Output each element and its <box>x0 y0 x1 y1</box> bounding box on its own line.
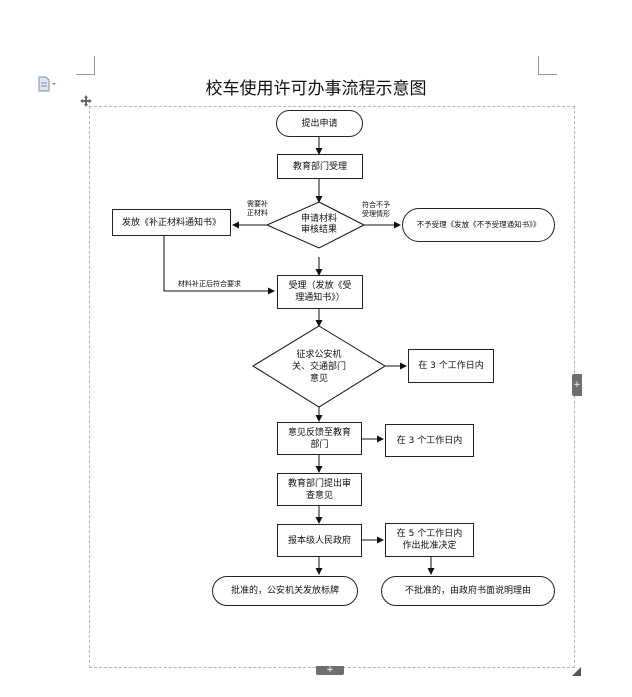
decision-time-box[interactable]: 在 5 个工作日内 作出批准决定 <box>385 523 474 557</box>
page-title: 校车使用许可办事流程示意图 <box>205 79 427 99</box>
edge-label-supplement-ok: 材料补正后符合要求 <box>178 280 241 288</box>
move-handle-icon[interactable] <box>80 95 92 107</box>
feedback-box[interactable]: 意见反馈至教育 部门 <box>277 422 362 455</box>
feedback-time-box[interactable]: 在 3 个工作日内 <box>385 424 474 457</box>
supplement-notice-box[interactable]: 发放《补正材料通知书》 <box>112 209 231 236</box>
rejected-node[interactable]: 不批准的，由政府书面说明理由 <box>381 576 555 606</box>
report-box[interactable]: 报本级人民政府 <box>277 524 362 557</box>
page-corner-top-right <box>538 56 557 75</box>
not-accept-node[interactable]: 不予受理《发放《不予受理通知书》》 <box>402 208 555 242</box>
opinion-box[interactable]: 教育部门提出审 查意见 <box>277 473 362 506</box>
add-right-label: + <box>573 380 581 390</box>
review-diamond <box>265 201 366 249</box>
add-bottom-button[interactable]: + <box>316 666 344 675</box>
edge-label-need-supplement: 需要补 正材料 <box>247 200 268 217</box>
review-diamond-label: 申请材料 审核结果 <box>300 214 337 235</box>
consult-time-box[interactable]: 在 3 个工作日内 <box>408 349 494 383</box>
document-icon[interactable] <box>38 76 56 92</box>
page-corner-top-left <box>76 56 95 75</box>
add-right-button[interactable]: + <box>572 374 582 396</box>
consult-diamond-label: 征求公安机 关、交通部门 意见 <box>291 350 346 384</box>
start-node[interactable]: 提出申请 <box>276 110 363 137</box>
edge-label-not-meet: 符合不予 受理情形 <box>362 201 390 218</box>
add-bottom-label: + <box>326 665 334 675</box>
resize-handle-icon[interactable] <box>572 667 581 676</box>
accept-dept-box[interactable]: 教育部门受理 <box>277 154 363 179</box>
approved-node[interactable]: 批准的，公安机关发放标牌 <box>212 576 358 606</box>
accept-notice-box[interactable]: 受理（发放《受 理通知书》） <box>277 275 363 309</box>
consult-diamond <box>252 325 386 408</box>
